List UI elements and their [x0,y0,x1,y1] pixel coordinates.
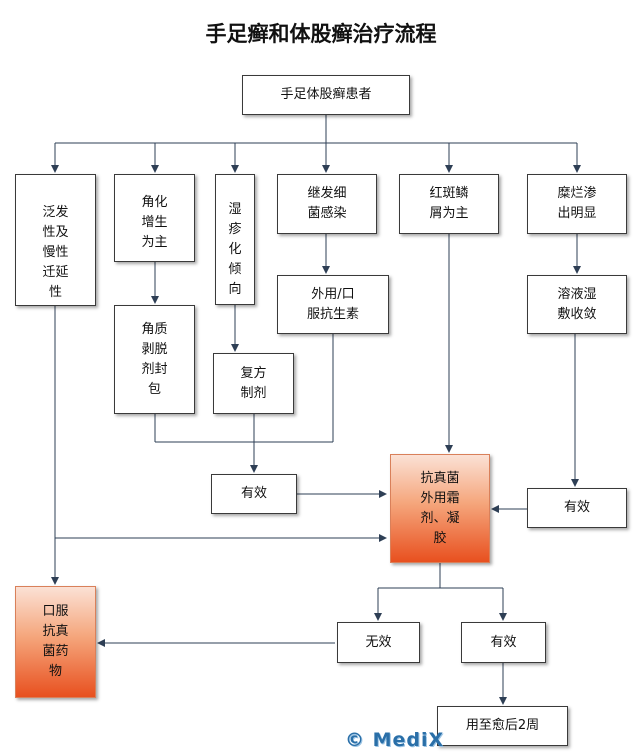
node-patient: 手足体股癣患者 [242,75,410,115]
node-youxiao-bottom: 有效 [461,622,546,663]
node-hongban: 红斑鳞 屑为主 [399,174,499,234]
node-waiyong-kangsheng: 外用/口 服抗生素 [277,275,389,334]
watermark: © MediX [345,729,445,751]
node-yongzhi: 用至愈后2周 [437,706,568,746]
node-fufang: 复方 制剂 [213,353,294,414]
node-jiao: 角化 增生 为主 [114,174,195,262]
node-rongye: 溶液湿 敷收敛 [527,275,627,334]
node-milan: 糜烂渗 出明显 [527,174,627,234]
node-shi: 湿 疹 化 倾 向 [215,174,255,305]
node-jifa: 继发细 菌感染 [277,174,377,234]
page-title: 手足癣和体股癣治疗流程 [205,21,437,46]
node-kangzhen-waiyong: 抗真菌 外用霜 剂、凝 胶 [390,454,490,563]
node-youxiao-right: 有效 [527,488,627,528]
node-wuxiao: 无效 [337,622,420,663]
node-youxiao-left: 有效 [211,474,297,514]
node-pan: 泛发 性及 慢性 迁延 性 [15,174,96,306]
node-jiaozhi: 角质 剥脱 剂封 包 [114,305,195,414]
node-koufu: 口服 抗真 菌药 物 [15,586,96,698]
